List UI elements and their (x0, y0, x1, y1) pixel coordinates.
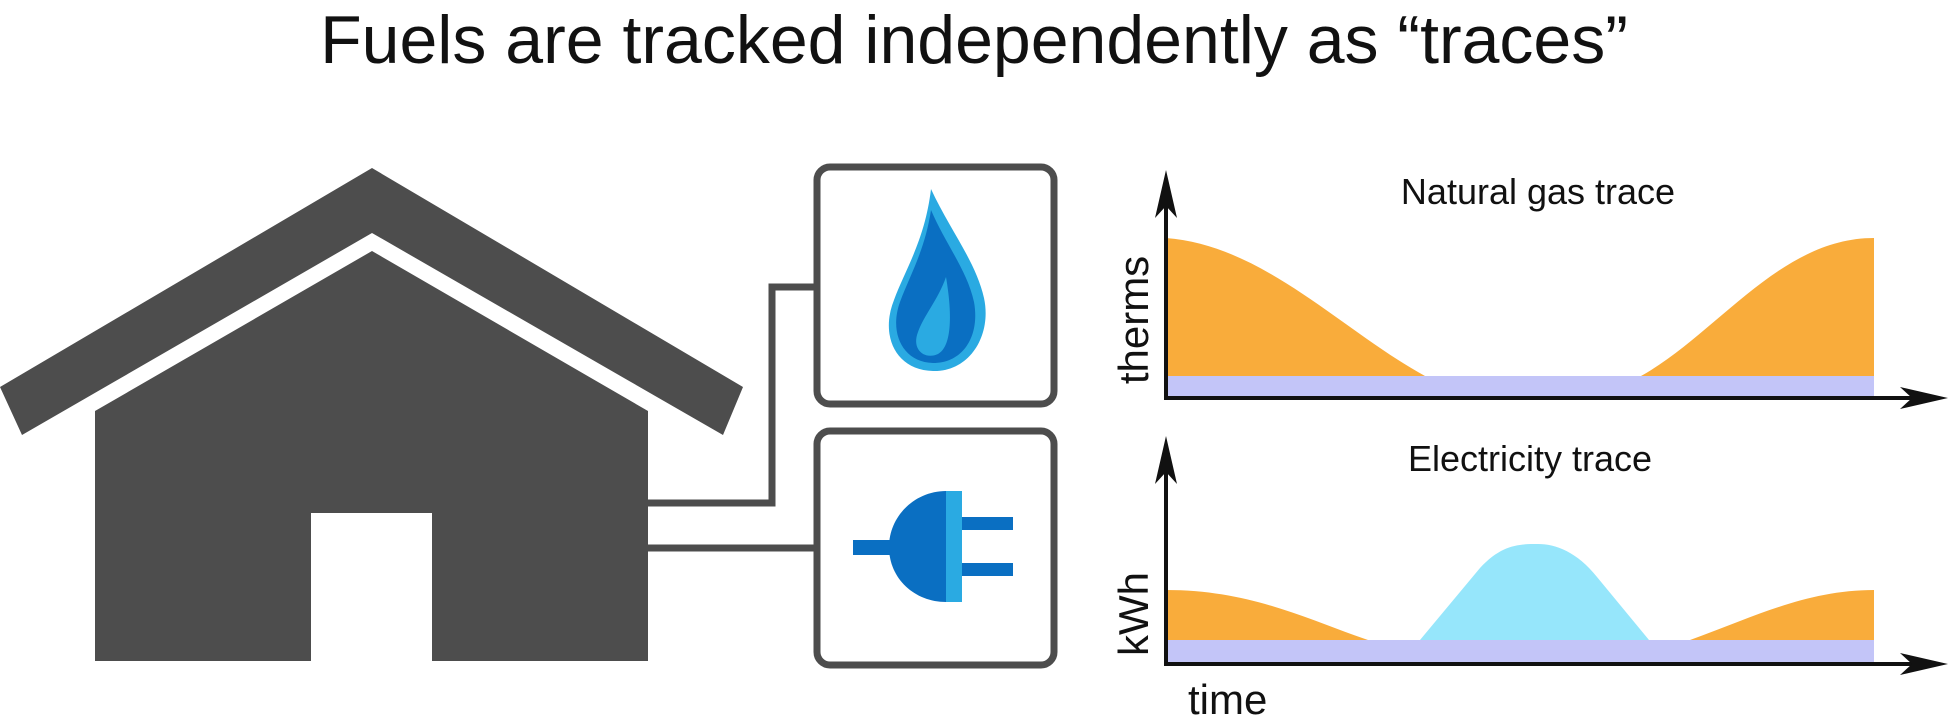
electricity-gas-trace-area-right (1690, 590, 1874, 640)
plug-plate (946, 491, 962, 602)
gas-icon-box (813, 163, 1058, 408)
connector-lines (648, 283, 817, 552)
plug-cord (853, 540, 893, 555)
gas-y-axis-arrow (1155, 170, 1177, 218)
gas-connector-line (648, 283, 817, 507)
gas-x-axis (1164, 387, 1948, 409)
gas-y-axis-label: therms (1110, 256, 1157, 384)
electricity-trace-area (1420, 544, 1649, 640)
electric-icon-box (813, 427, 1058, 669)
gas-trace-area (1166, 238, 1874, 376)
electricity-x-axis-label: time (1188, 676, 1267, 723)
gas-baseline (1166, 376, 1874, 396)
gas-chart-title: Natural gas trace (1401, 171, 1675, 212)
electricity-x-axis (1164, 653, 1948, 675)
electricity-chart-title: Electricity trace (1408, 438, 1652, 479)
house-roof (0, 168, 743, 435)
electricity-chart: Electricity trace kWh time (1110, 436, 1948, 723)
electricity-y-axis (1155, 436, 1177, 664)
gas-chart: Natural gas trace therms (1110, 170, 1948, 409)
gas-x-axis-arrow (1900, 387, 1948, 409)
electricity-y-axis-label: kWh (1110, 572, 1157, 656)
electric-plug-icon (853, 491, 1013, 602)
plug-prong-bottom (962, 563, 1013, 576)
electricity-gas-trace-area (1166, 590, 1368, 640)
water-drop-icon (888, 189, 986, 372)
page-title: Fuels are tracked independently as “trac… (320, 2, 1628, 78)
electricity-baseline (1166, 640, 1874, 662)
plug-body (889, 491, 946, 602)
plug-prong-top (962, 517, 1013, 530)
electricity-y-axis-arrow (1155, 436, 1177, 484)
drop-highlight (916, 277, 950, 356)
gas-y-axis (1155, 170, 1177, 398)
house-icon (0, 168, 743, 661)
electricity-x-axis-arrow (1900, 653, 1948, 675)
house-body (95, 251, 648, 661)
drop-inner (896, 210, 976, 363)
